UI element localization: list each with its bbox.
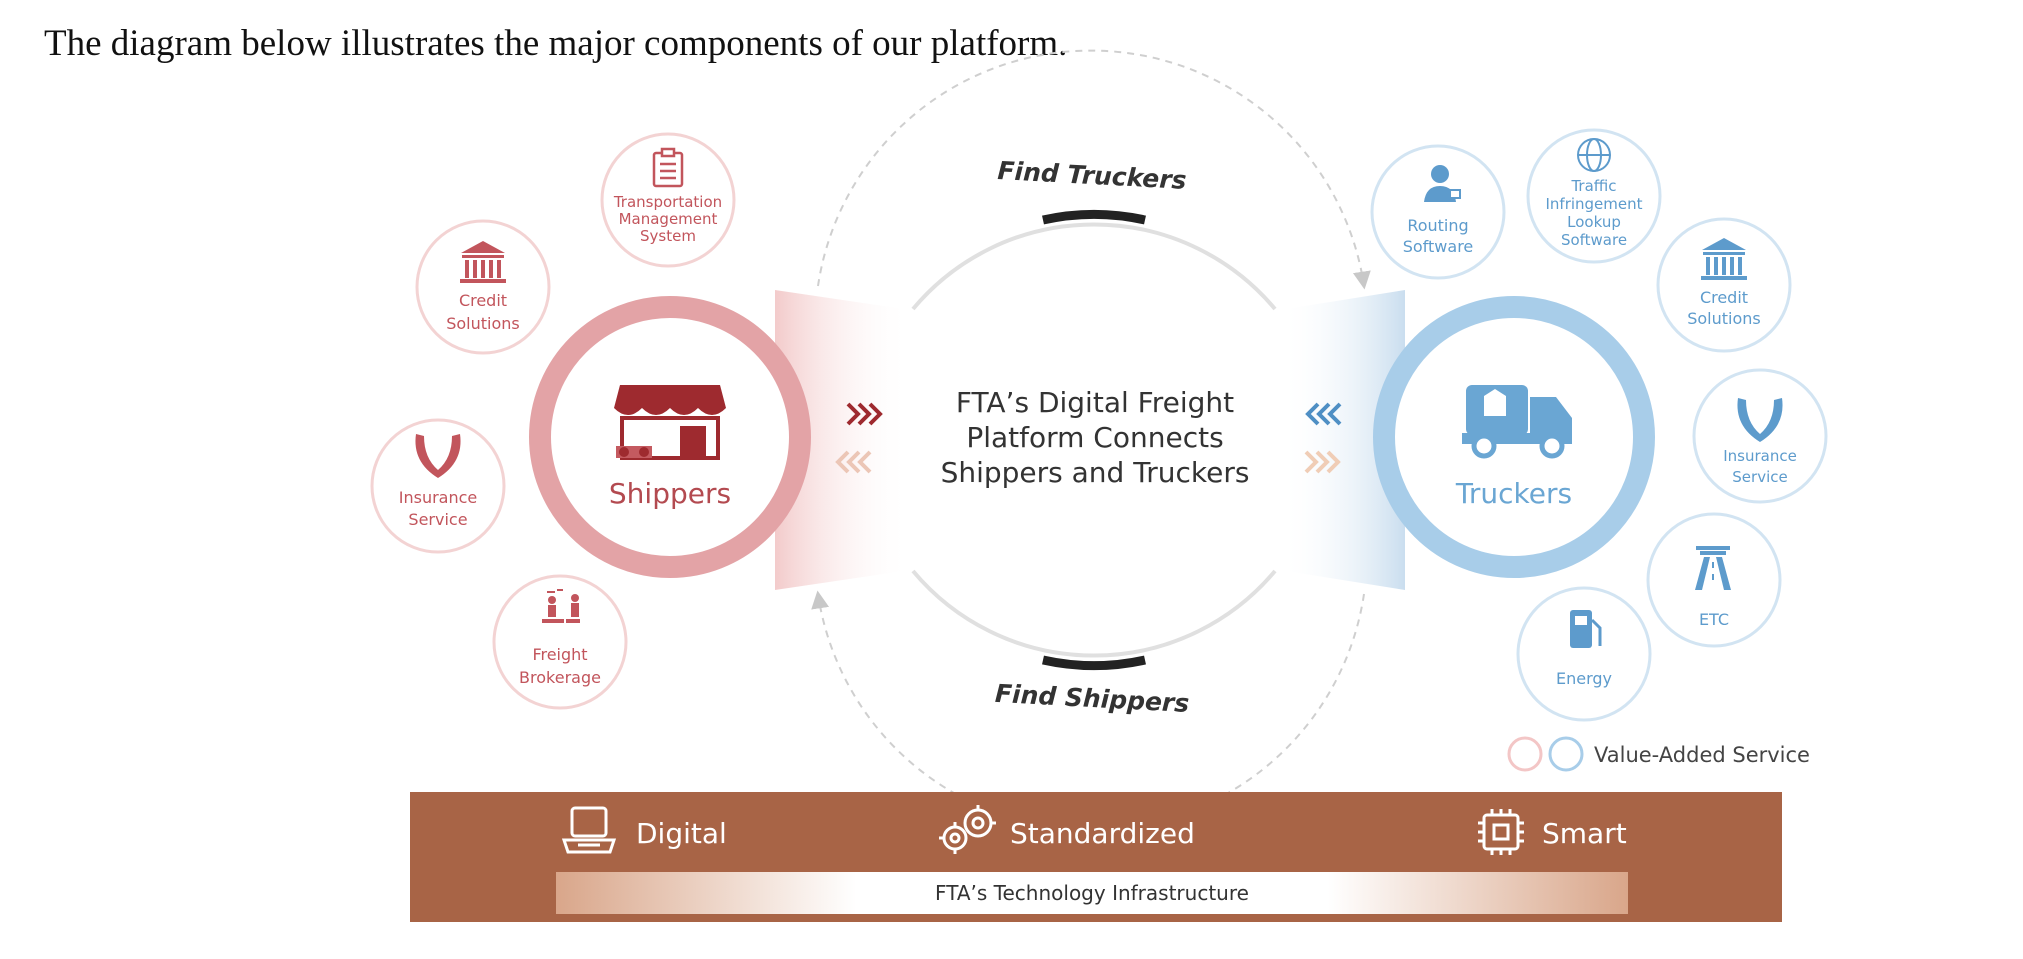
globe-icon — [1577, 138, 1611, 172]
legend-shippers-swatch — [1507, 736, 1543, 772]
hands-icon — [1737, 398, 1783, 442]
service-energy: Energy — [1516, 586, 1652, 722]
truckers-credit-line-1: Credit — [1700, 288, 1748, 307]
brokerage-icon — [542, 589, 580, 623]
toll-gate-icon — [1695, 546, 1731, 590]
shippers-insurance-line-1: Insurance — [399, 488, 478, 507]
shippers-in-arrows — [835, 450, 872, 474]
find-truckers-arc — [817, 49, 1371, 290]
truckers-out-arrows — [1304, 450, 1341, 474]
service-traffic-infringement: Traffic Infringement Lookup Software — [1526, 128, 1662, 264]
center-line-3: Shippers and Truckers — [941, 456, 1250, 489]
service-transportation-management: Transportation Management System — [600, 132, 736, 268]
legend: Value-Added Service — [1507, 736, 1810, 772]
center-line-1: FTA’s Digital Freight — [956, 386, 1234, 419]
traffic-line-3: Lookup — [1567, 213, 1621, 231]
inner-arc-bottom — [911, 569, 1277, 658]
storefront-icon — [614, 385, 726, 460]
tms-line-1: Transportation — [613, 193, 722, 211]
intro-text: The diagram below illustrates the major … — [44, 23, 1068, 64]
shippers-insurance-line-2: Service — [408, 510, 467, 529]
find-truckers-label: Find Truckers — [997, 156, 1187, 195]
service-insurance-shippers: Insurance Service — [370, 418, 506, 554]
infrastructure-caption: FTA’s Technology Infrastructure — [935, 881, 1249, 905]
person-icon — [1424, 165, 1461, 202]
find-shippers-label: Find Shippers — [994, 679, 1190, 718]
truckers-credit-line-2: Solutions — [1687, 309, 1761, 328]
bank-icon — [460, 241, 506, 283]
traffic-line-2: Infringement — [1545, 195, 1642, 213]
infra-standardized-label: Standardized — [1010, 817, 1195, 850]
shippers-out-arrows — [846, 402, 883, 426]
shippers-credit-line-1: Credit — [459, 291, 507, 310]
traffic-line-1: Traffic — [1570, 177, 1616, 195]
fuel-pump-icon — [1570, 610, 1602, 648]
laptop-icon — [561, 806, 617, 854]
inner-arc-top — [911, 222, 1277, 311]
truckers-fan — [1280, 290, 1405, 590]
legend-truckers-swatch — [1548, 736, 1584, 772]
shippers-hub: Shippers — [529, 296, 811, 578]
center-title: FTA’s Digital Freight Platform Connects … — [941, 386, 1250, 489]
truckers-hub: Truckers — [1373, 296, 1655, 578]
freight-line-2: Brokerage — [519, 668, 601, 687]
traffic-line-4: Software — [1561, 231, 1627, 249]
truck-icon — [1462, 385, 1572, 459]
gears-icon — [939, 805, 996, 854]
top-accent-bar — [1042, 209, 1146, 225]
shippers-credit-line-2: Solutions — [446, 314, 520, 333]
truckers-insurance-line-2: Service — [1732, 468, 1787, 486]
hands-icon — [415, 434, 461, 478]
routing-line-1: Routing — [1407, 216, 1468, 235]
tms-line-2: Management — [619, 210, 718, 228]
routing-line-2: Software — [1403, 237, 1474, 256]
service-credit-solutions-truckers: Credit Solutions — [1656, 217, 1792, 353]
truckers-label: Truckers — [1455, 477, 1572, 510]
service-etc: ETC — [1646, 512, 1782, 648]
energy-label: Energy — [1556, 669, 1612, 688]
chip-icon — [1478, 809, 1524, 855]
truckers-insurance-line-1: Insurance — [1723, 447, 1797, 465]
freight-line-1: Freight — [532, 645, 587, 664]
center-line-2: Platform Connects — [966, 421, 1223, 454]
service-freight-brokerage: Freight Brokerage — [492, 574, 628, 710]
infrastructure-caption-bar — [556, 872, 1628, 914]
bottom-accent-bar — [1042, 655, 1146, 671]
infra-smart-label: Smart — [1542, 817, 1627, 850]
shippers-label: Shippers — [609, 477, 731, 510]
infra-digital-label: Digital — [636, 817, 727, 850]
service-insurance-truckers: Insurance Service — [1692, 368, 1828, 504]
etc-label: ETC — [1699, 610, 1729, 629]
tms-line-3: System — [640, 227, 696, 245]
clipboard-icon — [652, 147, 684, 188]
bank-icon — [1701, 238, 1747, 280]
truckers-in-arrows — [1305, 402, 1342, 426]
infrastructure-band: Digital Standardized Smart FTA’s Technol… — [410, 792, 1782, 922]
service-routing-software: Routing Software — [1370, 144, 1506, 280]
service-credit-solutions-shippers: Credit Solutions — [415, 219, 551, 355]
legend-label: Value-Added Service — [1594, 743, 1810, 767]
shippers-fan — [775, 290, 910, 590]
